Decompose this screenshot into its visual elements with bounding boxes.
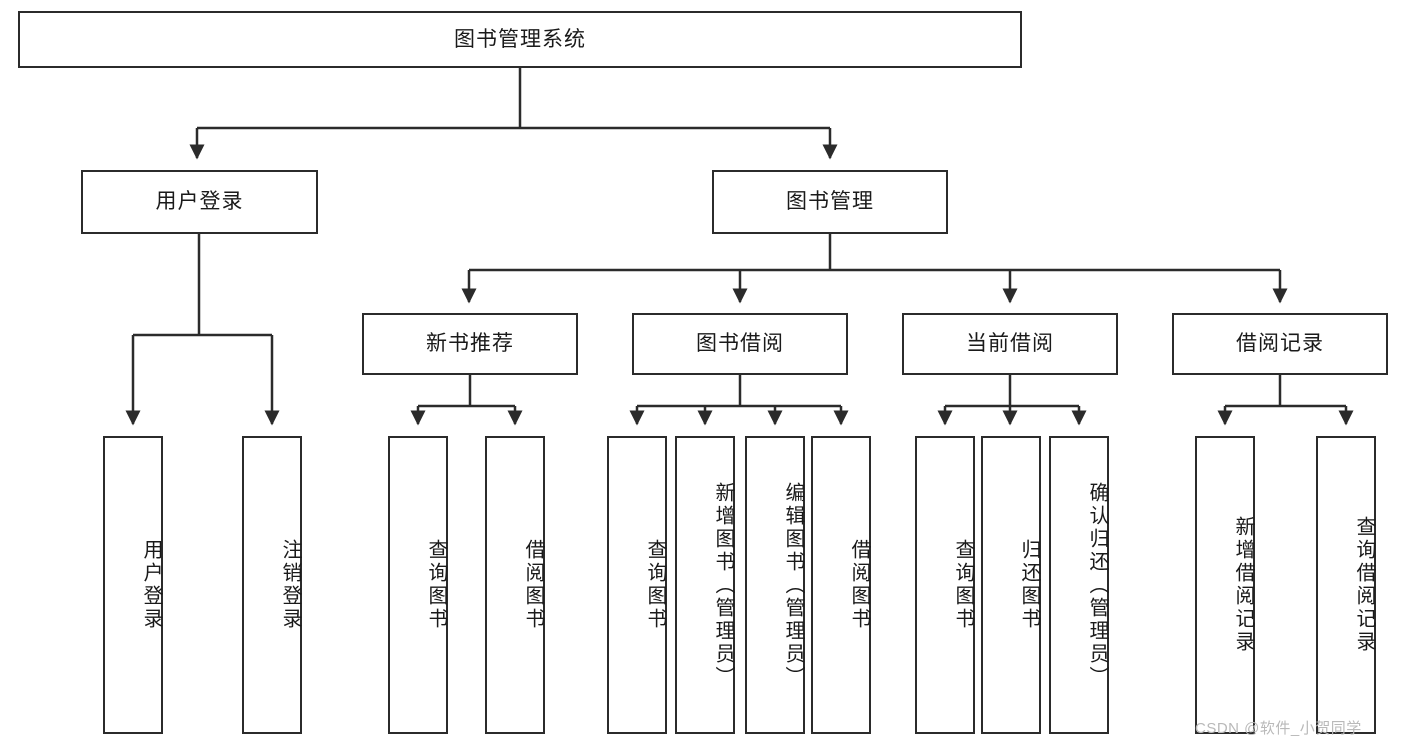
node-leaf-add-book-admin[interactable]: 新增图书（管理员） xyxy=(675,436,735,734)
node-leaf-return-book-label: 归还图书 xyxy=(1018,539,1040,631)
node-leaf-user-login-label: 用户登录 xyxy=(140,539,162,631)
node-root-system[interactable]: 图书管理系统 xyxy=(18,11,1022,68)
node-leaf-recommend-borrow-book-label: 借阅图书 xyxy=(522,539,544,631)
node-leaf-query-borrow-record-label: 查询借阅记录 xyxy=(1353,516,1375,654)
node-leaf-current-query-book[interactable]: 查询图书 xyxy=(915,436,975,734)
node-leaf-confirm-return-admin[interactable]: 确认归还（管理员） xyxy=(1049,436,1109,734)
node-current-borrow[interactable]: 当前借阅 xyxy=(902,313,1118,375)
node-leaf-add-borrow-record-label: 新增借阅记录 xyxy=(1232,516,1254,654)
node-new-book-recommend-label: 新书推荐 xyxy=(426,332,514,356)
node-leaf-logout[interactable]: 注销登录 xyxy=(242,436,302,734)
node-leaf-edit-book-admin-label: 编辑图书（管理员） xyxy=(782,481,804,689)
node-leaf-recommend-query-book[interactable]: 查询图书 xyxy=(388,436,448,734)
node-leaf-recommend-query-book-label: 查询图书 xyxy=(425,539,447,631)
node-leaf-confirm-return-admin-label: 确认归还（管理员） xyxy=(1086,481,1108,689)
node-leaf-return-book[interactable]: 归还图书 xyxy=(981,436,1041,734)
node-current-borrow-label: 当前借阅 xyxy=(966,332,1054,356)
node-borrow-record[interactable]: 借阅记录 xyxy=(1172,313,1388,375)
node-leaf-borrow-query-book[interactable]: 查询图书 xyxy=(607,436,667,734)
node-leaf-add-book-admin-label: 新增图书（管理员） xyxy=(712,481,734,689)
node-leaf-user-login[interactable]: 用户登录 xyxy=(103,436,163,734)
node-borrow-record-label: 借阅记录 xyxy=(1236,332,1324,356)
node-book-borrow-label: 图书借阅 xyxy=(696,332,784,356)
node-leaf-logout-label: 注销登录 xyxy=(279,539,301,631)
node-user-login-label: 用户登录 xyxy=(155,190,244,214)
node-book-management-label: 图书管理 xyxy=(786,190,874,214)
node-leaf-borrow-query-book-label: 查询图书 xyxy=(644,539,666,631)
node-user-login[interactable]: 用户登录 xyxy=(81,170,318,234)
node-book-management[interactable]: 图书管理 xyxy=(712,170,948,234)
csdn-watermark: CSDN @软件_小贺同学 xyxy=(1195,720,1362,737)
node-leaf-borrow-book-label: 借阅图书 xyxy=(848,539,870,631)
node-leaf-recommend-borrow-book[interactable]: 借阅图书 xyxy=(485,436,545,734)
node-leaf-current-query-book-label: 查询图书 xyxy=(952,539,974,631)
node-book-borrow[interactable]: 图书借阅 xyxy=(632,313,848,375)
node-root-system-label: 图书管理系统 xyxy=(454,27,586,51)
node-leaf-borrow-book[interactable]: 借阅图书 xyxy=(811,436,871,734)
node-leaf-add-borrow-record[interactable]: 新增借阅记录 xyxy=(1195,436,1255,734)
node-new-book-recommend[interactable]: 新书推荐 xyxy=(362,313,578,375)
node-leaf-edit-book-admin[interactable]: 编辑图书（管理员） xyxy=(745,436,805,734)
node-leaf-query-borrow-record[interactable]: 查询借阅记录 xyxy=(1316,436,1376,734)
